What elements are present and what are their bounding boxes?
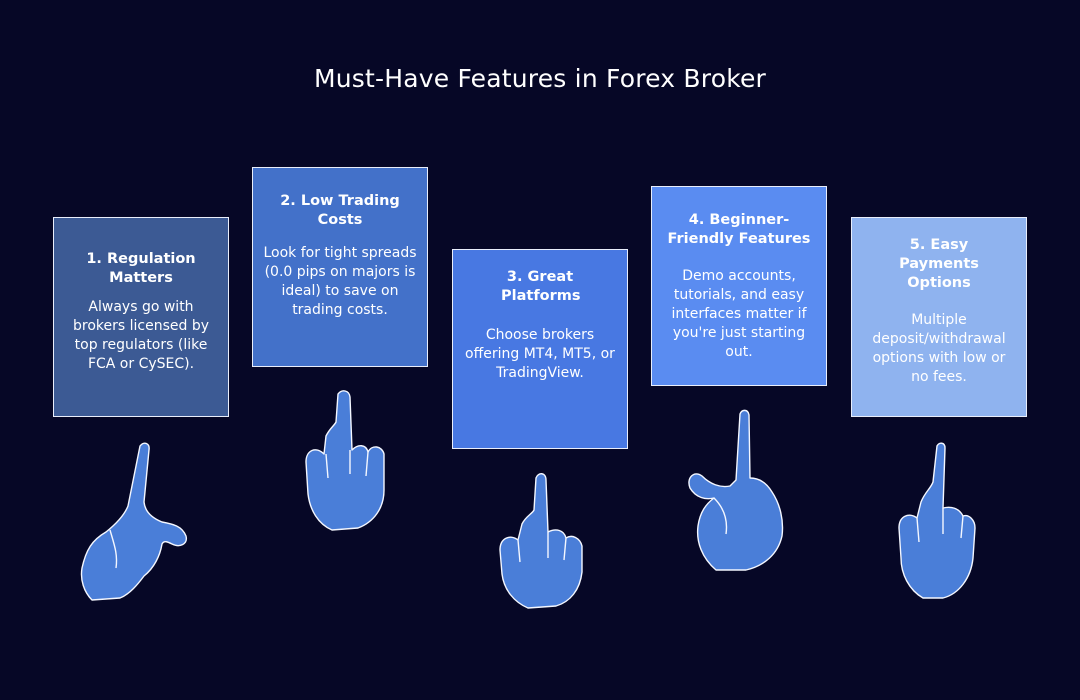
- feature-card-payments: 5. Easy Payments Options Multiple deposi…: [851, 217, 1027, 417]
- feature-title: 3. Great Platforms: [501, 269, 581, 304]
- pointing-hand-icon: [498, 470, 588, 610]
- feature-description: Always go with brokers licensed by top r…: [72, 299, 209, 372]
- pointing-hand-icon: [302, 388, 392, 532]
- pointing-hand-icon: [684, 408, 788, 574]
- page-title: Must-Have Features in Forex Broker: [313, 64, 767, 93]
- feature-description: Multiple deposit/withdrawal options with…: [872, 312, 1006, 385]
- feature-description: Demo accounts, tutorials, and easy inter…: [671, 268, 807, 360]
- feature-title: 5. Easy Payments Options: [899, 237, 979, 291]
- feature-title: 1. Regulation Matters: [86, 251, 196, 286]
- feature-description: Choose brokers offering MT4, MT5, or Tra…: [465, 327, 615, 381]
- pointing-hand-icon: [897, 442, 979, 602]
- feature-card-trading-costs: 2. Low Trading Costs Look for tight spre…: [252, 167, 428, 367]
- feature-card-platforms: 3. Great Platforms Choose brokers offeri…: [452, 249, 628, 449]
- feature-title: 2. Low Trading Costs: [280, 193, 400, 228]
- feature-description: Look for tight spreads (0.0 pips on majo…: [263, 245, 417, 318]
- pointing-hand-icon: [78, 440, 190, 604]
- feature-card-regulation: 1. Regulation Matters Always go with bro…: [53, 217, 229, 417]
- feature-card-beginner: 4. Beginner-Friendly Features Demo accou…: [651, 186, 827, 386]
- feature-title: 4. Beginner-Friendly Features: [667, 212, 811, 247]
